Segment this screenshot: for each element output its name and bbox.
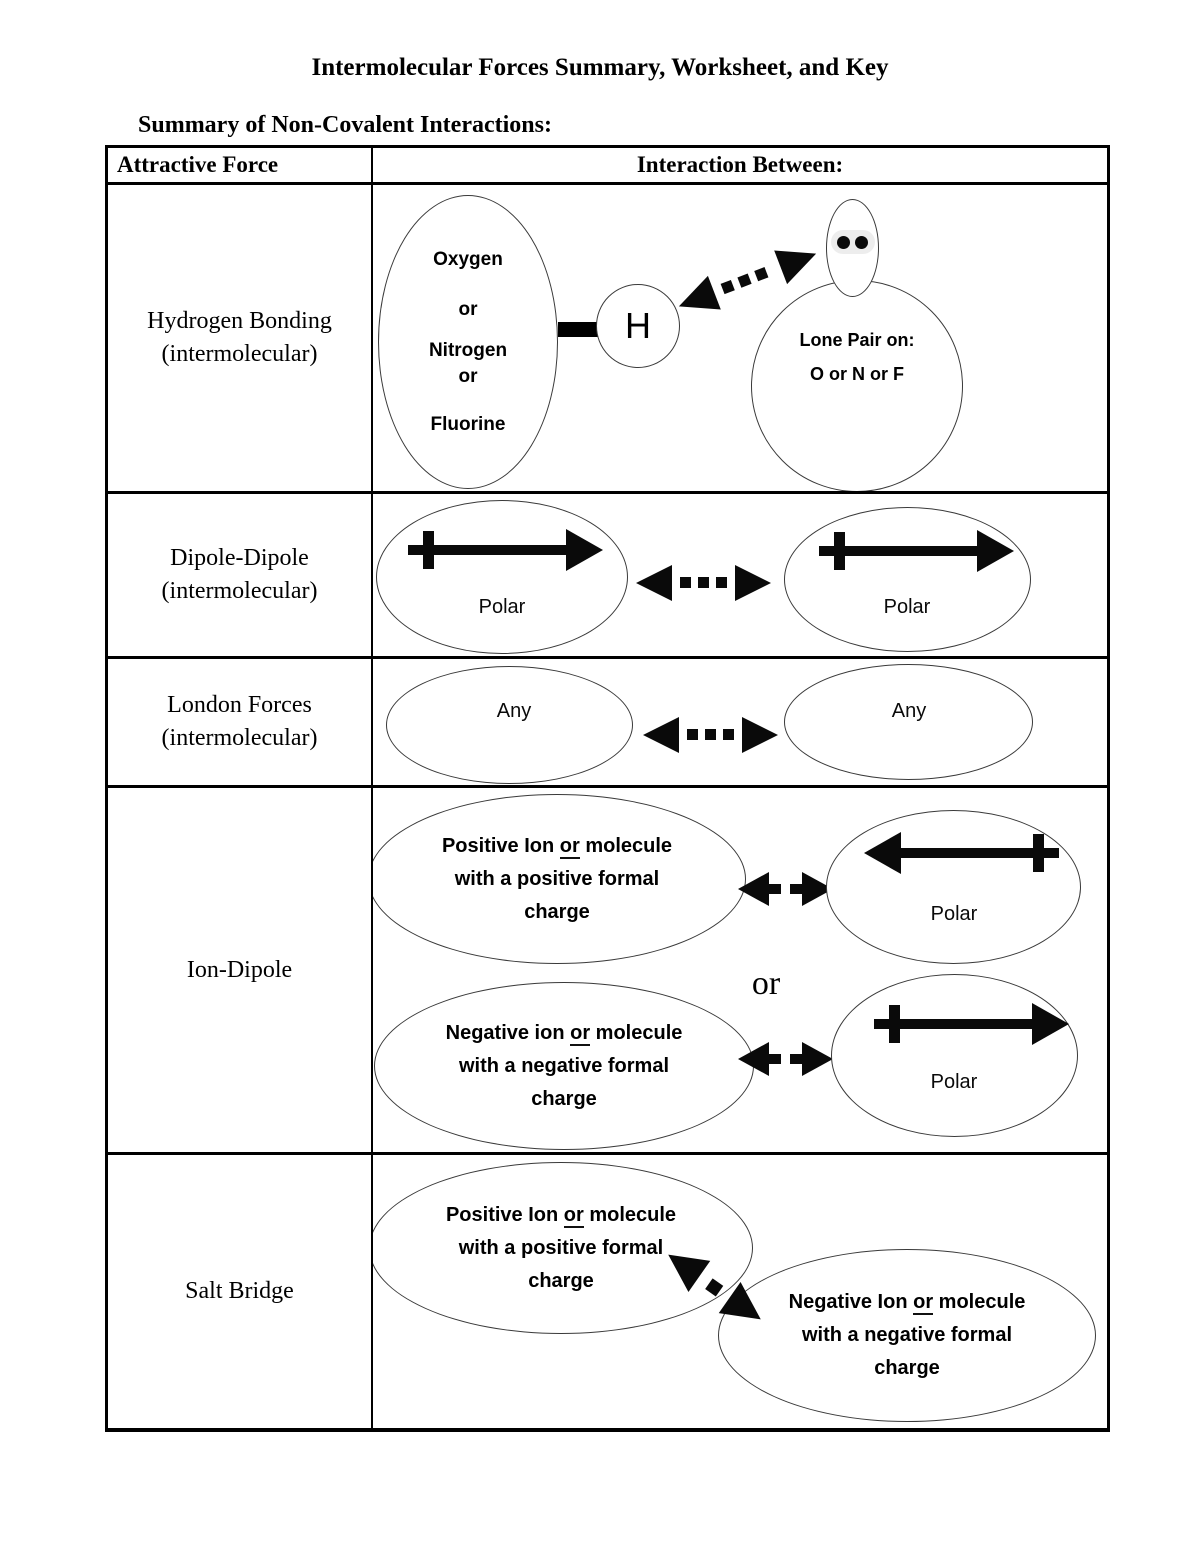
page-title: Intermolecular Forces Summary, Worksheet…	[311, 54, 889, 81]
ion-text: Negative Ion	[788, 1291, 908, 1313]
ion-text: molecule	[595, 1021, 683, 1044]
salt-bridge-label: Salt Bridge	[108, 1155, 373, 1428]
ion-text-line: charge	[531, 1087, 597, 1110]
ion-text: Negative ion	[445, 1021, 565, 1044]
polar-molecule-ellipse	[784, 507, 1031, 652]
negative-ion-ellipse: Negative Ion or molecule with a negative…	[718, 1249, 1096, 1422]
donor-line: Nitrogen	[428, 339, 508, 361]
polar-label: Polar	[930, 1071, 978, 1093]
negative-ion-ellipse: Negative ion or molecule with a negative…	[374, 982, 754, 1150]
london-forces-label: London Forces (intermolecular)	[108, 659, 373, 785]
polar-label: Polar	[883, 596, 931, 618]
dipole-dipole-label: Dipole-Dipole (intermolecular)	[108, 494, 373, 656]
ion-text-or: or	[913, 1291, 934, 1315]
lone-pair-lobe	[826, 199, 879, 297]
dashed-attraction-arrow-icon	[643, 716, 778, 754]
ion-text-line: charge	[528, 1269, 594, 1292]
any-label: Any	[496, 700, 532, 722]
electron-dot-icon	[855, 235, 868, 249]
dashed-attraction-arrow-icon	[636, 564, 771, 602]
ion-text-line: charge	[524, 900, 590, 923]
ion-text-line: with a positive formal	[454, 867, 660, 890]
short-dashed-attraction-arrow-icon	[738, 1041, 833, 1077]
polar-label: Polar	[930, 903, 978, 925]
ion-text-or: or	[563, 1203, 584, 1228]
or-separator: or	[751, 965, 781, 1002]
section-heading: Summary of Non-Covalent Interactions:	[138, 112, 552, 138]
label-line: Dipole-Dipole	[170, 545, 309, 571]
row-dipole-dipole: Dipole-Dipole (intermolecular) Polar	[108, 491, 1107, 656]
dipole-dipole-diagram: Polar	[373, 494, 1107, 656]
ion-text-or: or	[559, 834, 580, 859]
label-line: London Forces	[167, 692, 312, 718]
any-molecule-ellipse	[784, 664, 1033, 780]
ion-text-line: with a negative formal	[458, 1054, 670, 1077]
ion-text-line: charge	[874, 1357, 940, 1379]
row-salt-bridge: Salt Bridge Positive Ion or molecule wit…	[108, 1152, 1107, 1428]
hydrogen-symbol: H	[625, 305, 651, 346]
ion-text-or: or	[570, 1021, 591, 1046]
dipole-moment-arrow-left-icon	[864, 831, 1059, 875]
polar-label: Polar	[478, 596, 526, 618]
hydrogen-bonding-diagram: Oxygen or Nitrogen or Fluorine H Lone Pa…	[373, 185, 1107, 491]
label-line: Hydrogen Bonding	[147, 308, 332, 334]
ion-dipole-diagram: Positive Ion or molecule with a positive…	[373, 788, 1107, 1152]
ion-text-line: with a positive formal	[458, 1236, 664, 1259]
hydrogen-bonding-label: Hydrogen Bonding (intermolecular)	[108, 185, 373, 491]
electron-dot-icon	[837, 235, 850, 249]
dashed-attraction-arrow-icon	[672, 236, 823, 324]
acceptor-molecule-circle: Lone Pair on: O or N or F	[751, 280, 963, 491]
positive-ion-ellipse: Positive Ion or molecule with a positive…	[373, 1162, 753, 1334]
donor-line: Oxygen	[433, 248, 503, 270]
donor-line: or	[458, 365, 478, 387]
ion-text: molecule	[938, 1291, 1026, 1313]
label-line: (intermolecular)	[161, 578, 318, 604]
label-line: Ion-Dipole	[186, 956, 293, 983]
row-hydrogen-bonding: Hydrogen Bonding (intermolecular) Oxygen…	[108, 182, 1107, 491]
ion-text-line: Negative Ion or molecule	[788, 1286, 1026, 1319]
any-label: Any	[891, 700, 927, 722]
ion-text: Positive Ion	[441, 834, 555, 857]
header-interaction-between: Interaction Between:	[636, 152, 844, 177]
salt-bridge-diagram: Positive Ion or molecule with a positive…	[373, 1155, 1107, 1428]
hydrogen-atom-circle: H	[596, 284, 680, 368]
dipole-moment-arrow-icon	[874, 1002, 1069, 1046]
ion-text: molecule	[589, 1203, 677, 1226]
dashed-attraction-arrow-icon	[657, 1238, 773, 1336]
any-molecule-ellipse	[386, 666, 633, 784]
ion-text-line: with a negative formal	[801, 1324, 1013, 1346]
ion-text-line: Negative ion or molecule	[445, 1017, 683, 1050]
donor-line: Fluorine	[430, 413, 506, 435]
polar-molecule-ellipse	[831, 974, 1078, 1137]
label-line: (intermolecular)	[161, 725, 318, 751]
london-forces-diagram: Any Any	[373, 659, 1107, 785]
donor-atom-ellipse: Oxygen or Nitrogen or Fluorine	[378, 195, 558, 489]
label-line: Salt Bridge	[185, 1278, 294, 1304]
ion-text-line: Positive Ion or molecule	[442, 830, 672, 863]
ion-text: molecule	[585, 834, 673, 857]
covalent-bond-line	[558, 322, 600, 337]
row-ion-dipole: Ion-Dipole Positive Ion or molecule with…	[108, 785, 1107, 1152]
row-london-forces: London Forces (intermolecular) Any An	[108, 656, 1107, 785]
ion-dipole-label: Ion-Dipole	[108, 788, 373, 1152]
summary-table: Attractive Force Interaction Between: Hy…	[105, 145, 1110, 1432]
table-header-row: Attractive Force Interaction Between:	[108, 148, 1107, 182]
header-attractive-force: Attractive Force	[108, 148, 373, 182]
ion-text-line: Positive Ion or molecule	[446, 1199, 676, 1232]
short-dashed-attraction-arrow-icon	[738, 871, 833, 907]
acceptor-line: Lone Pair on:	[799, 330, 915, 350]
label-line: (intermolecular)	[161, 341, 318, 367]
positive-ion-ellipse: Positive Ion or molecule with a positive…	[373, 794, 746, 964]
donor-line: or	[458, 298, 478, 320]
ion-text: Positive Ion	[445, 1203, 559, 1226]
dipole-moment-arrow-icon	[408, 528, 603, 572]
dipole-moment-arrow-icon	[819, 529, 1014, 573]
acceptor-line: O or N or F	[810, 364, 904, 384]
polar-molecule-ellipse	[376, 500, 628, 654]
lone-pair-halo	[830, 230, 875, 254]
